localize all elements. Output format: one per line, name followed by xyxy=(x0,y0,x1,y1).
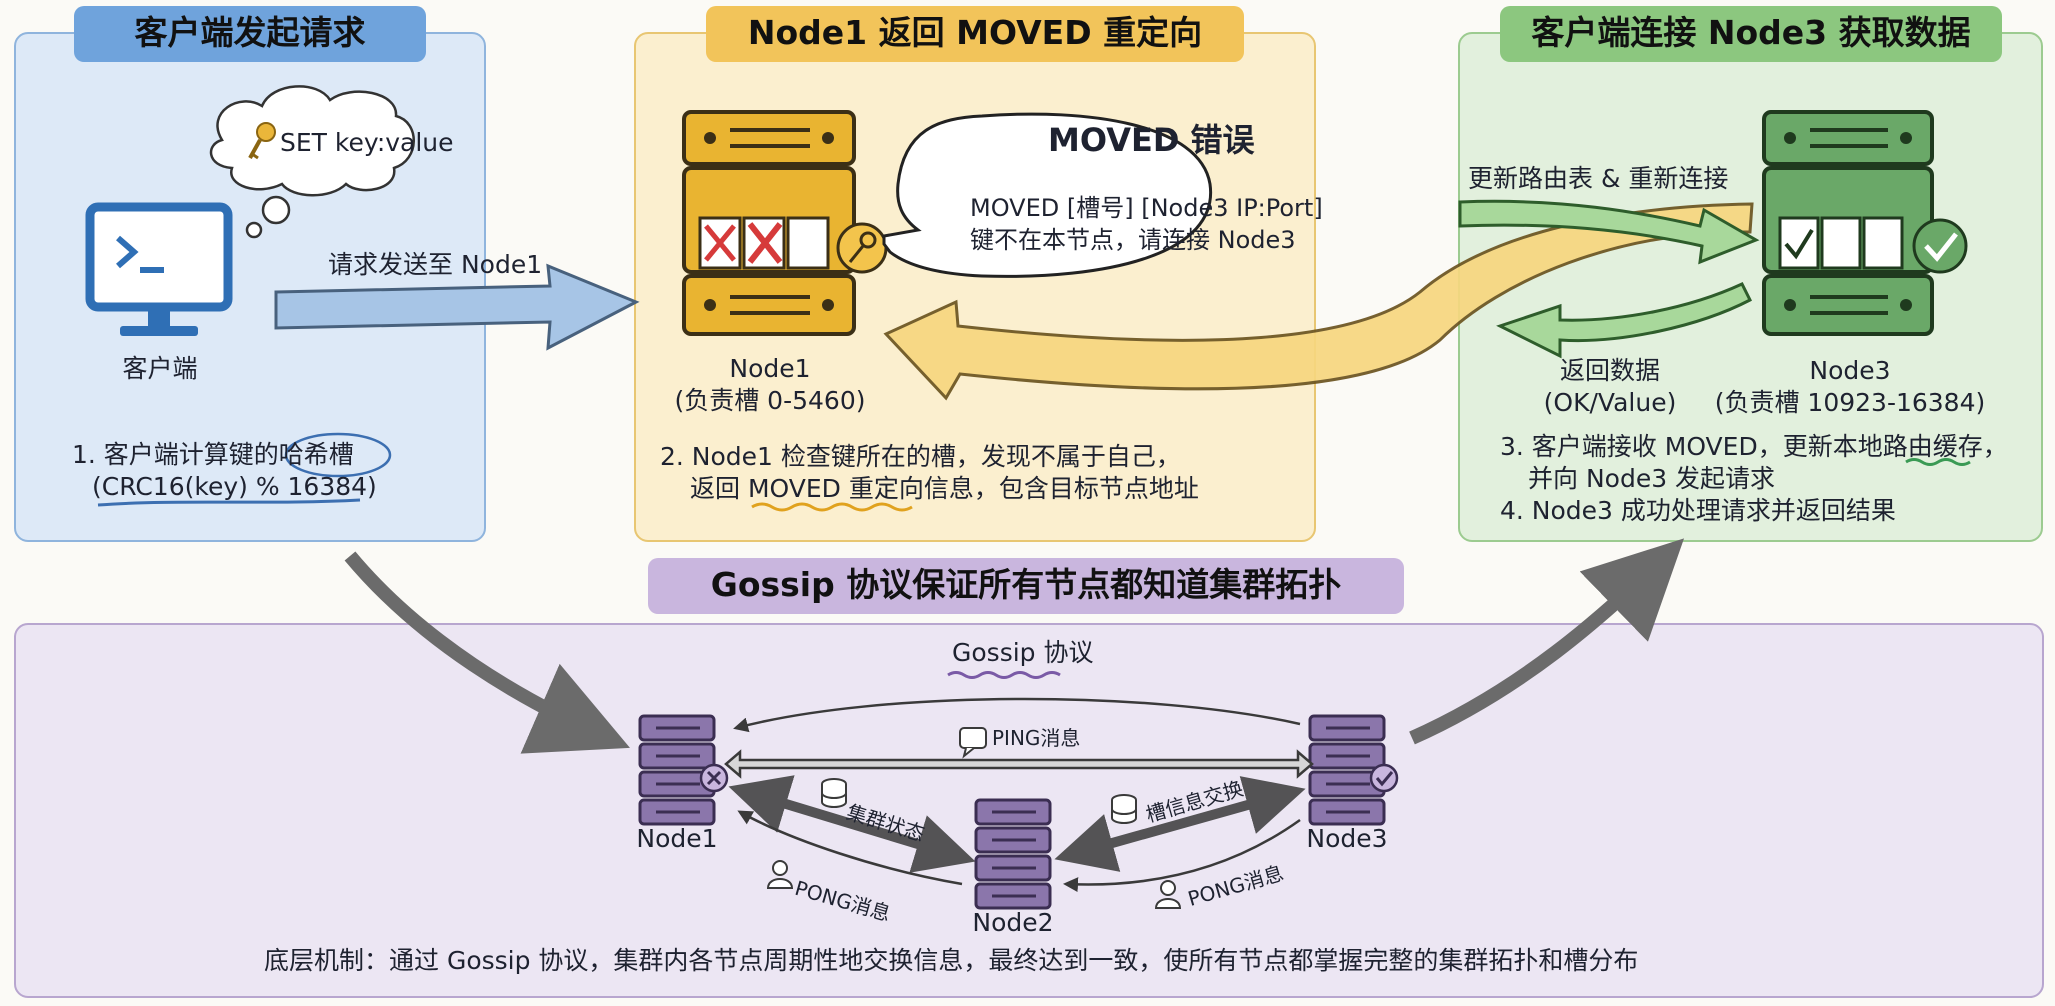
update-route-label: 更新路由表 & 重新连接 xyxy=(1468,164,1729,193)
gossip-node1-label: Node1 xyxy=(636,824,718,853)
cache-underline xyxy=(1905,458,1971,466)
bubble-text: SET key:value xyxy=(280,128,454,157)
client-step-line1: 1. 客户端计算键的哈希槽 xyxy=(72,440,354,469)
return-data-line2: (OK/Value) xyxy=(1543,388,1677,417)
node3-server-icon xyxy=(1762,110,1934,336)
gossip-panel-title: Gossip 协议保证所有节点都知道集群拓扑 xyxy=(648,558,1404,614)
reconnect-arrow xyxy=(1458,199,1760,265)
node3-step4: 4. Node3 成功处理请求并返回结果 xyxy=(1500,496,1896,525)
node1-step-line1: 2. Node1 检查键所在的槽，发现不属于自己， xyxy=(660,442,1181,471)
request-arrow xyxy=(274,263,640,351)
database-icon-left xyxy=(821,778,847,808)
gossip-node2-label: Node2 xyxy=(972,908,1054,937)
ping-message-icon xyxy=(959,727,987,759)
client-step-line2: (CRC16(key) % 16384) xyxy=(92,472,377,501)
user-icon-right xyxy=(1154,880,1182,909)
gossip-protocol-label: Gossip 协议 xyxy=(952,638,1094,667)
node3-step3-line1: 3. 客户端接收 MOVED，更新本地路由缓存， xyxy=(1500,432,2008,461)
computer-label: 客户端 xyxy=(122,354,198,383)
gossip-footer: 底层机制：通过 Gossip 协议，集群内各节点周期性地交换信息，最终达到一致，… xyxy=(264,946,1639,975)
node1-panel-title: Node1 返回 MOVED 重定向 xyxy=(706,6,1244,62)
gossip-node2-server xyxy=(974,798,1052,910)
request-arrow-label: 请求发送至 Node1 xyxy=(328,250,543,279)
node1-label-line2: (负责槽 0-5460) xyxy=(674,386,866,415)
client-panel-title: 客户端发起请求 xyxy=(74,6,426,62)
slot-exchange-arrow xyxy=(1054,776,1306,872)
node1-key-badge xyxy=(836,222,888,274)
moved-underline xyxy=(751,502,913,512)
hash-slot-circle xyxy=(284,432,392,478)
return-data-line1: 返回数据 xyxy=(1559,356,1660,385)
moved-bubble-title: MOVED 错误 xyxy=(1048,121,1255,159)
cluster-state-arrow xyxy=(728,775,976,873)
node3-panel-title: 客户端连接 Node3 获取数据 xyxy=(1500,6,2002,62)
ping-arrow xyxy=(724,749,1314,779)
moved-bubble-line1: MOVED [槽号] [Node3 IP:Port] xyxy=(970,194,1323,222)
client-to-gossip-arrow xyxy=(344,551,630,754)
node1-label-line1: Node1 xyxy=(729,354,811,383)
ping-label: PING消息 xyxy=(992,726,1081,750)
bubble-key-icon xyxy=(248,122,276,160)
pong-right-arc xyxy=(1063,818,1301,893)
gossip-node3-server xyxy=(1308,714,1399,826)
crc-underline xyxy=(97,498,361,507)
database-icon-right xyxy=(1111,794,1137,824)
node3-label-line1: Node3 xyxy=(1809,356,1891,385)
moved-bubble xyxy=(882,112,1213,278)
computer-icon xyxy=(85,202,233,336)
moved-bubble-line2: 键不在本节点，请连接 Node3 xyxy=(970,226,1296,254)
user-icon-left xyxy=(766,860,794,889)
node1-step-line2: 返回 MOVED 重定向信息，包含目标节点地址 xyxy=(690,474,1199,503)
node3-check-badge xyxy=(1912,218,1968,274)
gossip-underline xyxy=(947,671,1061,679)
pong-left-arc xyxy=(737,810,963,886)
thought-bubble xyxy=(209,85,415,239)
node1-server-icon xyxy=(682,110,856,336)
node3-panel xyxy=(1458,32,2043,542)
node3-step3-line2: 并向 Node3 发起请求 xyxy=(1528,464,1776,493)
return-data-arrow xyxy=(1496,282,1753,359)
gossip-to-node3-arrow xyxy=(1409,538,1685,745)
gossip-node1-server xyxy=(638,714,729,826)
node3-label-line2: (负责槽 10923-16384) xyxy=(1714,388,1986,417)
gossip-top-arc xyxy=(733,697,1301,733)
gossip-node3-label: Node3 xyxy=(1306,824,1388,853)
moved-return-arrow xyxy=(883,202,1754,401)
